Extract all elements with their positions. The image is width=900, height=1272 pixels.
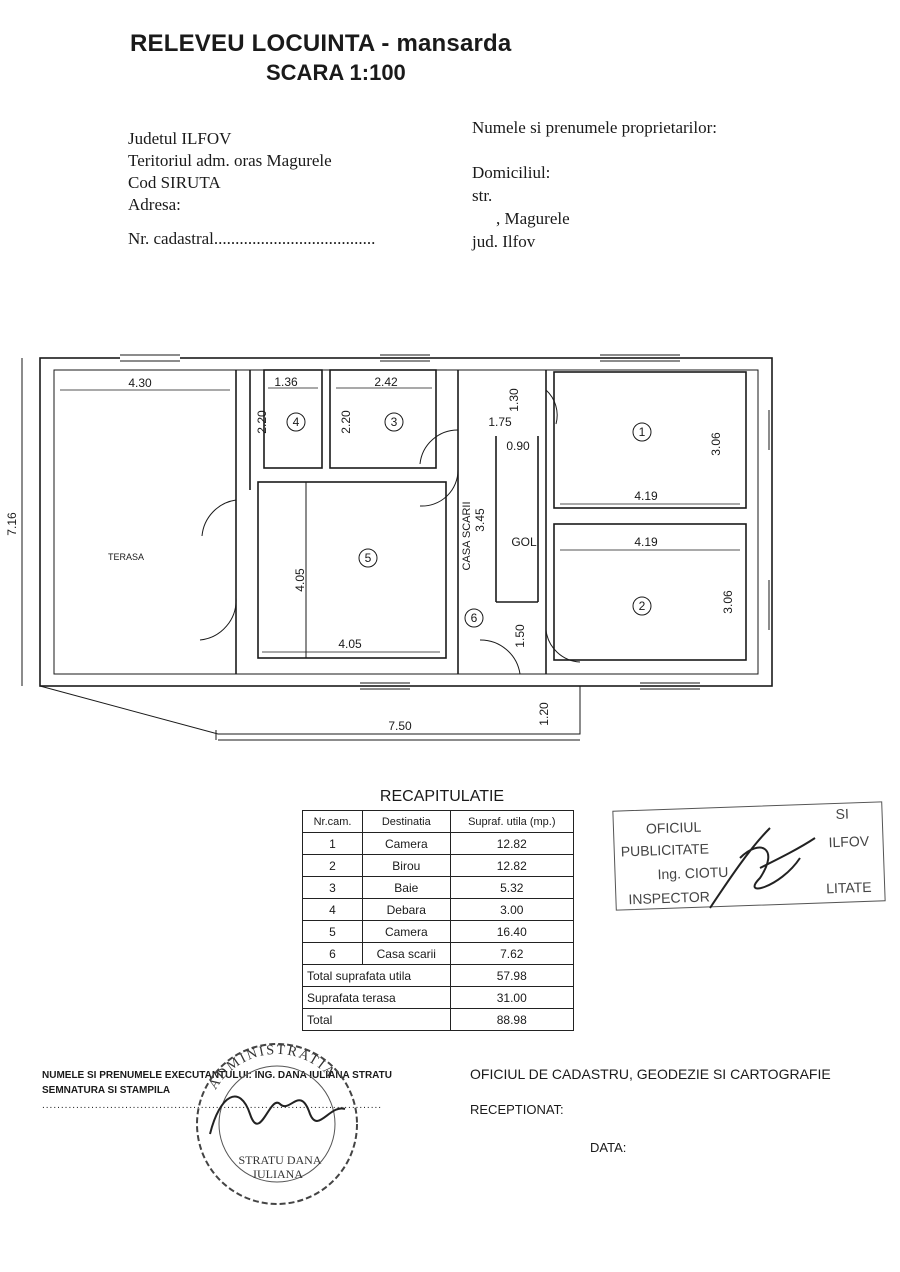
owner-info: Numele si prenumele proprietarilor: Domi… (472, 116, 717, 253)
outer-wall (39, 357, 773, 687)
room4-width: 1.36 (274, 375, 298, 389)
signature-line: ........................................… (42, 1100, 383, 1111)
stair-label: CASA SCARII (461, 501, 473, 570)
owners-label: Numele si prenumele proprietarilor: (472, 118, 717, 137)
receptionat-label: RECEPTIONAT: (470, 1102, 564, 1117)
stair-height: 3.45 (473, 508, 487, 532)
judet: Judetul ILFOV (128, 129, 232, 148)
property-info: Judetul ILFOV Teritoriul adm. oras Magur… (128, 128, 375, 250)
room3-height: 2.20 (339, 410, 353, 434)
cod-siruta: Cod SIRUTA (128, 173, 221, 192)
inspector-signature (709, 827, 816, 909)
floor-plan: 4 3 1 2 5 6 4.30 TERASA 1.36 2.42 2.20 2… (5, 354, 773, 741)
room4-height: 2.20 (255, 410, 269, 434)
title-scale: SCARA 1:100 (266, 60, 406, 85)
engineer-seal: ADMINISTRATIA STRATU DANA IULIANA (196, 1043, 358, 1205)
terrace-width: 4.30 (128, 376, 152, 390)
room1-width: 4.19 (634, 489, 658, 503)
street: str. (472, 186, 493, 205)
room2-height: 3.06 (721, 590, 735, 614)
room4-number: 4 (293, 415, 300, 429)
stair-top: 1.30 (507, 388, 521, 412)
cadastre-office: OFICIUL DE CADASTRU, GEODEZIE SI CARTOGR… (470, 1066, 831, 1082)
offset-dimension: 1.20 (537, 702, 551, 726)
date-label: DATA: (590, 1140, 627, 1155)
recap-section: RECAPITULATIE Nr.cam. Destinatia Supraf.… (301, 788, 575, 1031)
title-main: RELEVEU LOCUINTA - mansarda (130, 30, 512, 57)
stair-width: 1.75 (488, 415, 512, 429)
signature-label: SEMNATURA SI STAMPILA (42, 1085, 171, 1096)
county: jud. Ilfov (472, 232, 536, 251)
col-destinatia: Destinatia (362, 810, 451, 833)
col-nr: Nr.cam. (301, 810, 364, 833)
room6-number: 6 (471, 611, 478, 625)
teritoriu: Teritoriul adm. oras Magurele (128, 151, 332, 170)
room5-height: 4.05 (293, 568, 307, 592)
recap-title: RECAPITULATIE (379, 788, 505, 805)
seal-name-1: STRATU DANA (238, 1153, 321, 1167)
room2-width: 4.19 (634, 535, 658, 549)
room2-number: 2 (639, 599, 646, 613)
executant-name: NUMELE SI PRENUMELE EXECUTANTULUI: ING. … (42, 1070, 392, 1081)
room1-height: 3.06 (709, 432, 723, 456)
stair-bottom: 1.50 (513, 624, 527, 648)
room1-number: 1 (639, 425, 646, 439)
gol-width: 0.90 (506, 439, 530, 453)
executant-signature (209, 1095, 346, 1135)
total-height: 7.16 (5, 512, 19, 536)
executant-block: NUMELE SI PRENUMELE EXECUTANTULUI: ING. … (42, 1068, 392, 1113)
room3-width: 2.42 (374, 375, 398, 389)
room3-number: 3 (391, 415, 398, 429)
total-width: 7.50 (388, 719, 412, 733)
room5-width: 4.05 (338, 637, 362, 651)
nr-cadastral: Nr. cadastral...........................… (128, 229, 376, 248)
adresa: Adresa: (128, 195, 181, 214)
seal-name-2: IULIANA (253, 1167, 303, 1181)
room5-number: 5 (365, 551, 372, 565)
col-suprafata: Supraf. utila (mp.) (449, 810, 575, 833)
city: , Magurele (496, 209, 570, 228)
gol-label: GOL (511, 535, 537, 549)
domiciliu: Domiciliul: (472, 163, 551, 182)
recap-table: Nr.cam. Destinatia Supraf. utila (mp.) 1… (301, 810, 575, 1031)
terrace-label: TERASA (108, 552, 144, 562)
